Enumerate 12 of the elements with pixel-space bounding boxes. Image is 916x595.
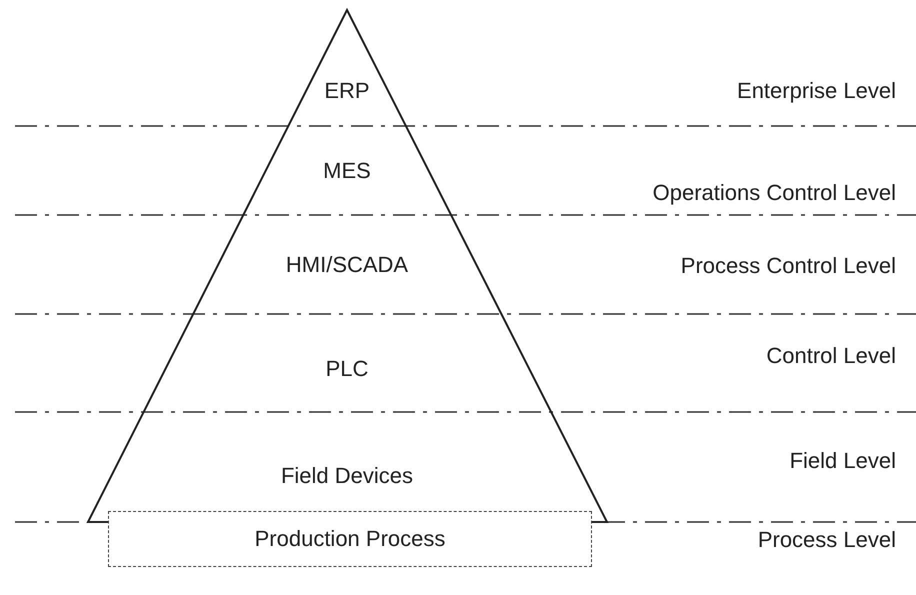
pyramid-layer-label: MES	[323, 158, 371, 184]
pyramid-layer-label: PLC	[326, 356, 368, 382]
level-label: Process Level	[758, 527, 896, 553]
level-label: Enterprise Level	[737, 78, 896, 104]
level-label: Field Level	[790, 448, 896, 474]
level-label: Control Level	[766, 343, 896, 369]
level-label: Process Control Level	[680, 253, 896, 279]
pyramid-layer-label: ERP	[324, 78, 370, 104]
process-box: Production Process	[108, 511, 592, 567]
pyramid-layer-label: HMI/SCADA	[286, 252, 408, 278]
pyramid-layer-label: Field Devices	[280, 463, 414, 489]
level-label: Operations Control Level	[652, 180, 896, 206]
